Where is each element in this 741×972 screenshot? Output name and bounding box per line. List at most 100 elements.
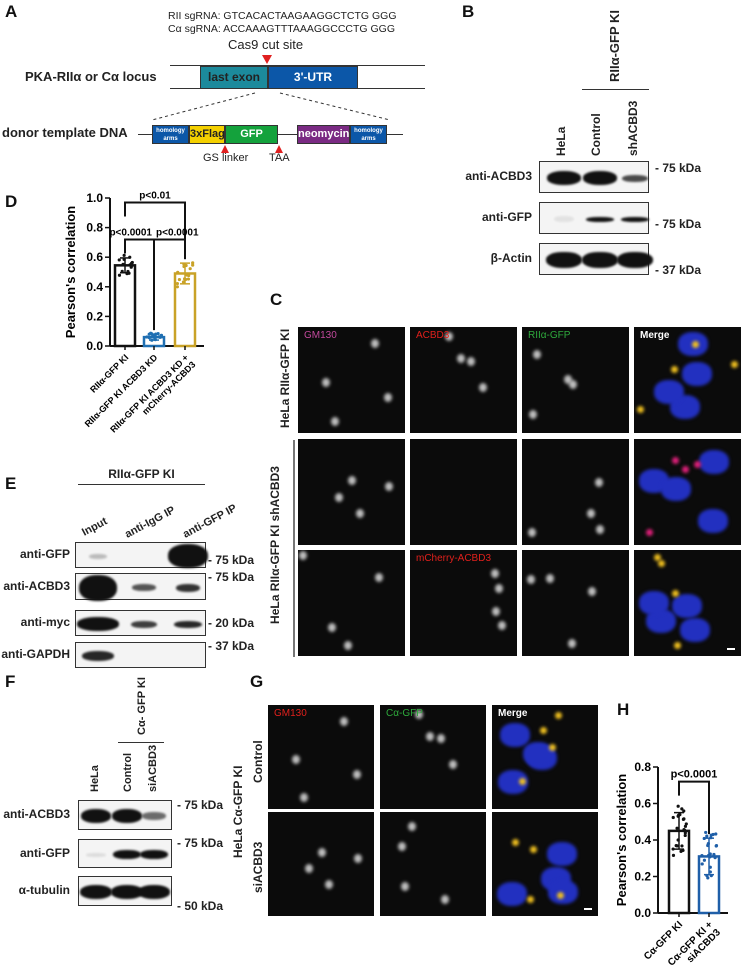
c-image-r2-c4	[634, 439, 741, 545]
mcherry-acbd3-label: mCherry-ACBD3	[416, 553, 492, 564]
golgi-signal	[401, 881, 410, 891]
golgi-signal	[596, 524, 605, 534]
g-channel-label-3: Merge	[498, 708, 528, 719]
g-image-r1-c3: Merge	[492, 705, 598, 809]
nucleus	[681, 362, 712, 387]
golgi-signal	[325, 880, 334, 890]
golgi-signal	[587, 586, 596, 596]
golgi-signal	[479, 383, 488, 393]
kda-marker-panelE-3: - 37 kDa	[208, 639, 255, 653]
band	[621, 216, 649, 222]
utr-box: 3'-UTR	[268, 66, 358, 89]
band	[80, 885, 112, 899]
data-point	[680, 807, 684, 811]
g-group-label: HeLa Cα-GFP KI	[231, 765, 245, 858]
p-value-label: p<0.01	[139, 190, 171, 201]
g-row-siacbd3: siACBD3	[251, 841, 265, 893]
band	[77, 617, 119, 631]
golgi-signal	[352, 769, 361, 779]
golgi-signal	[343, 640, 352, 650]
c-image-r3-c3	[522, 550, 629, 656]
golgi-signal	[300, 792, 309, 802]
c-image-r1-c1: GM130	[298, 327, 405, 433]
b-lane-hela: HeLa	[554, 126, 568, 156]
c-image-r3-c2: mCherry-ACBD3	[410, 550, 517, 656]
data-point	[186, 277, 191, 281]
significance-bracket	[678, 780, 710, 835]
blot-panelF-2	[78, 876, 172, 906]
e-lane-input: Input	[80, 515, 110, 539]
golgi-signal	[370, 338, 379, 348]
data-point	[671, 815, 675, 820]
band	[546, 252, 582, 268]
gfp-box: GFP	[225, 125, 278, 144]
data-point	[709, 833, 713, 837]
golgi-signal	[448, 760, 457, 770]
nucleus	[523, 742, 554, 767]
e-group-label: RIIα-GFP KI	[108, 467, 175, 481]
golgi-signal	[672, 456, 680, 464]
golgi-signal	[512, 838, 520, 846]
golgi-signal	[398, 842, 407, 852]
y-tick-label: 0.2	[634, 870, 651, 884]
locus-line-top	[170, 65, 425, 66]
c-image-r1-c2: ACBD3	[410, 327, 517, 433]
f-lane-siacbd3: siACBD3	[147, 744, 159, 792]
golgi-signal	[414, 709, 423, 719]
data-point	[680, 844, 684, 848]
p-value-label: p<0.0001	[156, 227, 199, 238]
blot-label-panelF-2: α-tubulin	[18, 883, 70, 897]
kda-marker-panelE-0: - 75 kDa	[208, 553, 255, 567]
band	[554, 216, 574, 222]
panel-label-e: E	[5, 474, 17, 493]
golgi-signal	[327, 622, 336, 632]
data-point	[191, 261, 195, 265]
golgi-signal	[539, 727, 547, 735]
band	[617, 252, 653, 268]
band	[111, 885, 143, 899]
blot-panelE-0	[75, 542, 208, 568]
data-point	[705, 834, 709, 838]
data-point	[676, 804, 680, 808]
golgi-signal	[321, 378, 330, 388]
golgi-signal	[355, 508, 364, 518]
kda-marker-panelB-2: - 37 kDa	[655, 263, 702, 277]
bar	[113, 264, 137, 348]
data-point	[704, 830, 708, 835]
y-tick-label: 0.4	[86, 280, 103, 294]
nucleus	[546, 842, 577, 867]
golgi-signal	[330, 416, 339, 426]
g-image-r2-c3	[492, 812, 598, 916]
data-point	[671, 847, 675, 851]
blot-label-panelE-0: anti-GFP	[20, 547, 70, 561]
golgi-signal	[529, 409, 538, 419]
data-point	[714, 832, 718, 836]
data-point	[714, 843, 719, 848]
golgi-signal	[692, 341, 700, 349]
kda-marker-panelE-1: - 75 kDa	[208, 570, 255, 584]
nucleus	[698, 508, 729, 533]
data-point	[683, 828, 687, 832]
band	[131, 620, 157, 628]
data-point	[712, 852, 716, 857]
golgi-signal	[299, 551, 308, 561]
scale-bar	[727, 648, 735, 650]
y-tick-label: 0.6	[634, 797, 651, 811]
c-row-bracket	[293, 440, 295, 657]
band	[547, 171, 581, 185]
golgi-signal	[291, 755, 300, 765]
data-point	[129, 261, 134, 266]
b-group-line	[582, 89, 649, 90]
c-channel-label-3: RIIα-GFP	[528, 330, 571, 341]
kda-marker-panelB-0: - 75 kDa	[655, 161, 702, 175]
nucleus	[500, 723, 531, 748]
f-lane-hela: HeLa	[89, 765, 101, 792]
p-value-label: p<0.0001	[109, 227, 152, 238]
panel-label-g: G	[250, 672, 264, 691]
golgi-signal	[568, 379, 577, 389]
band	[86, 852, 106, 857]
panel-label-c: C	[270, 290, 283, 309]
neomycin-box: neomycin	[297, 125, 350, 144]
b-lane-shacbd3: shACBD3	[626, 100, 640, 156]
data-point	[702, 858, 707, 862]
